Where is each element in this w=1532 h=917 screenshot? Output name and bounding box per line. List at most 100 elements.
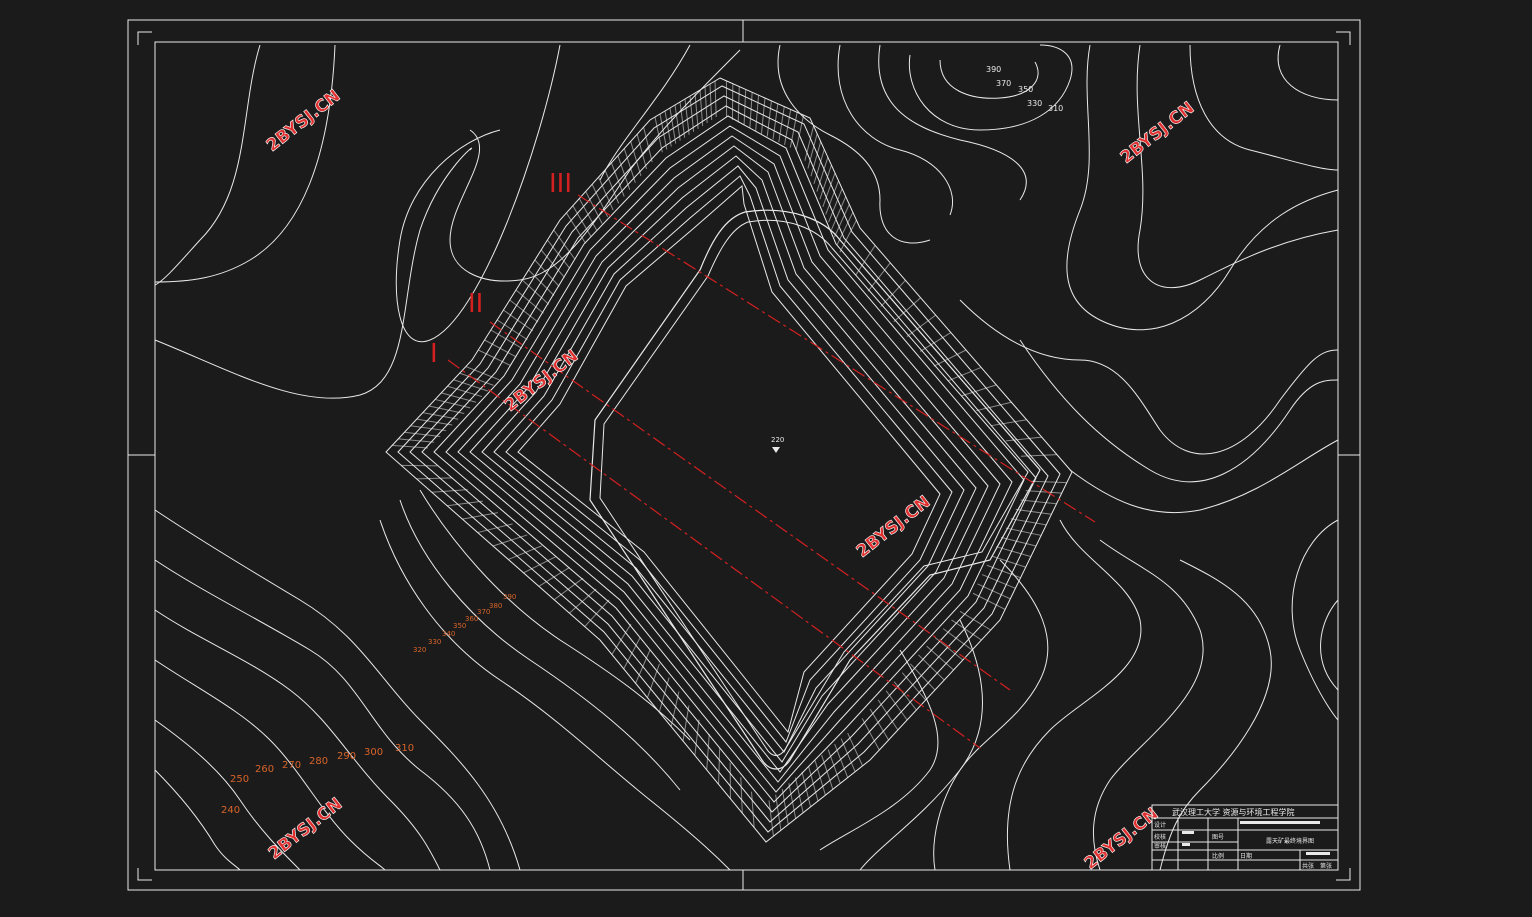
berm-hatch-mark (432, 490, 468, 493)
contour-label: 310 (395, 743, 414, 754)
berm-hatch-mark (417, 478, 453, 479)
contour-label: 320 (413, 646, 426, 654)
contour-label: 370 (996, 79, 1011, 88)
elevation-marker-icon (772, 447, 780, 453)
berm-hatch-mark (785, 109, 791, 144)
contour-label: 300 (364, 747, 383, 758)
contour-label: 240 (221, 805, 240, 816)
berm-hatch-mark (1011, 519, 1046, 525)
berm-hatch-mark (934, 350, 966, 366)
watermark: 2BYSJ.CN (1117, 98, 1199, 168)
title-block-labels: 设计 校核 审核 图号 比例 日期 共张 第张 (1154, 821, 1332, 870)
contour-label: 330 (1027, 99, 1042, 108)
berm-hatch-mark (524, 557, 556, 573)
berm-hatch-mark (478, 524, 513, 533)
berm-hatch-mark (752, 792, 755, 828)
berm-hatch-mark (715, 81, 716, 117)
contour-label: 360 (465, 615, 478, 623)
section-label-iii: III (549, 169, 572, 199)
berm-hatch-mark (411, 426, 447, 431)
berm-hatch-mark (1001, 537, 1036, 546)
contour-label: 250 (230, 774, 249, 785)
watermark: 2BYSJ.CN (501, 346, 583, 416)
berm-hatch-mark (503, 310, 532, 331)
berm-hatch-mark (612, 624, 631, 654)
berm-hatch-mark (741, 777, 742, 813)
berm-hatch-mark (569, 589, 596, 613)
berm-hatch-mark (1021, 500, 1057, 504)
berm-hatch-mark (573, 206, 591, 237)
contour-label: 280 (309, 756, 328, 767)
berm-hatch-mark (848, 733, 863, 766)
berm-hatch-mark (392, 445, 428, 448)
pit-benches (386, 78, 1072, 842)
berm-hatch-mark (1026, 491, 1062, 493)
berm-hatch-mark (675, 105, 680, 141)
berm-hatch-mark (886, 691, 907, 720)
title-block-label: 审核 (1154, 842, 1166, 850)
berm-hatch-mark (624, 637, 641, 669)
berm-hatch-mark (1016, 509, 1052, 514)
title-block-label: 共张 (1302, 862, 1314, 870)
berm-hatch-mark (478, 350, 510, 366)
berm-hatch-mark (670, 108, 676, 144)
contour-label: 290 (337, 751, 356, 762)
berm-hatch-mark (690, 96, 694, 132)
berm-hatch-mark (779, 107, 785, 143)
watermark: 2BYSJ.CN (853, 492, 935, 562)
contour-label: 310 (1048, 104, 1063, 113)
berm-hatch-mark (719, 748, 720, 784)
title-block-label: 校核 (1154, 833, 1166, 841)
contour-label: 390 (986, 65, 1001, 74)
berm-hatch-mark (539, 567, 570, 586)
watermark: 2BYSJ.CN (1081, 804, 1163, 874)
title-block-school: 武汉理工大学 资源与环境工程学院 (1172, 807, 1295, 817)
berm-hatch-mark (659, 678, 669, 713)
title-block-label: 图号 (1212, 834, 1224, 841)
berm-hatch-mark (423, 413, 458, 420)
berm-hatch-mark (738, 87, 739, 123)
contour-labels-mid-left: 320 330 340 350 360 370 380 390 (413, 593, 516, 654)
berm-hatch-mark (404, 432, 440, 436)
terrain-contours (155, 45, 1338, 870)
contour-label: 350 (1018, 85, 1033, 94)
berm-hatch-mark (585, 600, 609, 627)
berm-hatch-mark (447, 501, 483, 506)
title-block-drawing-name: 露天矿最终境界图 (1266, 837, 1314, 845)
berm-hatch-mark (707, 734, 710, 770)
title-block-label: 设计 (1154, 821, 1166, 829)
contour-label: 380 (489, 602, 502, 610)
contour-label: 270 (282, 760, 301, 771)
section-label-i: I (430, 339, 438, 369)
berm-hatch-mark (744, 89, 746, 125)
berm-hatch-mark (1006, 528, 1041, 535)
berm-hatch-mark (417, 419, 453, 425)
contour-labels-lower-left: 240 250 260 270 280 290 300 310 (221, 743, 414, 816)
berm-hatch-mark (586, 191, 602, 223)
title-block-label: 第张 (1320, 862, 1332, 870)
contour-labels-upper-right: 390 370 350 330 310 (986, 65, 1063, 113)
section-lines (448, 195, 1095, 748)
pit-bottom-elevation: 220 (771, 436, 784, 444)
berm-hatch-mark (441, 393, 476, 402)
berm-hatch-mark (554, 230, 575, 259)
berm-hatch-mark (705, 87, 707, 123)
berm-hatch-mark (566, 213, 585, 243)
title-block-label: 日期 (1240, 852, 1252, 860)
berm-hatch-mark (541, 250, 564, 277)
section-label-ii: II (468, 289, 483, 319)
berm-hatch-mark (636, 650, 650, 683)
berm-hatch-mark (493, 535, 527, 546)
berm-hatch-mark (665, 111, 671, 146)
contour-label: 260 (255, 764, 274, 775)
berm-hatch-mark (822, 755, 833, 789)
berm-hatch-mark (840, 220, 856, 252)
contour-label: 340 (442, 630, 455, 638)
watermark: 2BYSJ.CN (263, 86, 345, 156)
berm-hatch-mark (750, 92, 752, 128)
berm-hatch-mark (695, 720, 699, 756)
watermarks: 2BYSJ.CN 2BYSJ.CN 2BYSJ.CN 2BYSJ.CN 2BYS… (263, 86, 1199, 874)
berm-hatch-mark (710, 84, 712, 120)
